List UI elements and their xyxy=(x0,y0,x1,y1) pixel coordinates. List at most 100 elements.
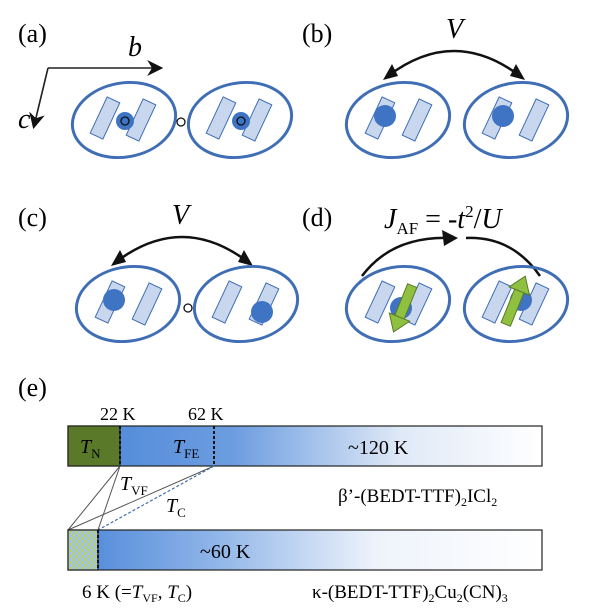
panel-c: (c) V xyxy=(18,200,300,344)
dimer-outline xyxy=(186,80,294,160)
kappa-compound-label: κ-(BEDT-TTF)2Cu2(CN)3 xyxy=(312,582,508,605)
kappa-cu: Cu xyxy=(435,582,458,603)
molecule xyxy=(89,96,121,140)
molecule xyxy=(481,280,513,324)
dimer-outline xyxy=(70,80,178,160)
connector-dashed xyxy=(97,465,215,531)
molecule xyxy=(518,98,550,142)
j-subscript: AF xyxy=(396,219,418,238)
arrowhead-right xyxy=(238,250,253,266)
six-k-prefix: 6 K (= xyxy=(82,582,132,603)
charge-site xyxy=(232,112,250,130)
axis-b-label: b xyxy=(128,32,142,63)
molecule xyxy=(125,98,157,142)
u-symbol: U xyxy=(481,204,503,235)
six-tvf-subscript: VF xyxy=(142,591,158,605)
panel-a-label: (a) xyxy=(18,19,47,48)
arrowhead-right xyxy=(510,64,525,80)
axis-c-arrow xyxy=(29,67,49,130)
arrowhead-left xyxy=(383,64,398,80)
dimer-right xyxy=(462,264,570,344)
molecule xyxy=(131,282,163,326)
beta-icl2-phase-bar: TN TFE ~120 K xyxy=(67,425,543,467)
tvf-subscript: VF xyxy=(131,483,148,498)
dimer-right xyxy=(186,80,294,160)
six-tc-symbol: T xyxy=(167,582,179,603)
panel-b-label: (b) xyxy=(302,19,332,48)
panel-d-label: (d) xyxy=(302,203,332,232)
tvf-label: TVF xyxy=(120,473,148,498)
temp-62k: 62 K xyxy=(188,404,224,424)
t-symbol: t xyxy=(457,204,466,235)
formula-slash: / xyxy=(474,204,482,235)
dimer-outline xyxy=(74,264,182,344)
charge-site xyxy=(103,289,125,311)
tvf-symbol: T xyxy=(120,473,133,495)
beta-icl: ICl xyxy=(467,486,491,507)
panel-e: (e) 22 K 62 K TN TFE ~120 K TVF TC β’-(B… xyxy=(18,373,543,605)
six-tc-subscript: C xyxy=(178,591,186,605)
dimer-left xyxy=(70,80,178,160)
dimer-left xyxy=(74,264,182,344)
t-exponent: 2 xyxy=(465,202,474,221)
molecule xyxy=(241,98,273,142)
tfe-symbol: T xyxy=(173,436,186,458)
six-k-label: 6 K (=TVF, TC) xyxy=(82,582,192,605)
tc-subscript: C xyxy=(177,505,186,520)
beta-subscript: 2 xyxy=(461,495,467,509)
inversion-center-between xyxy=(176,117,186,127)
tn-subscript: N xyxy=(91,446,101,461)
dimer-outline xyxy=(192,264,300,344)
coulomb-arc xyxy=(115,235,249,263)
kappa-subscript: 3 xyxy=(502,591,508,605)
six-close: ) xyxy=(186,582,192,603)
j-symbol: J xyxy=(384,204,398,235)
spin-up-arrow-icon xyxy=(500,275,531,327)
tfe-subscript: FE xyxy=(184,446,199,461)
inversion-center-between xyxy=(183,303,193,313)
charge-site xyxy=(251,301,273,323)
beta-subscript: 2 xyxy=(491,495,497,509)
temp-120k: ~120 K xyxy=(348,437,409,459)
molecule xyxy=(401,98,433,142)
tn-symbol: T xyxy=(80,436,93,458)
bar-frame xyxy=(67,425,543,467)
formula-equals: = - xyxy=(418,204,457,235)
exchange-arc-left xyxy=(361,236,451,277)
kappa-subscript: 2 xyxy=(457,591,463,605)
dimer-outline xyxy=(344,264,452,344)
charge-site xyxy=(116,112,134,130)
tn-region xyxy=(67,425,121,467)
kappa-name: κ-(BEDT-TTF) xyxy=(312,582,429,603)
exchange-formula: JAF = -t2/U xyxy=(384,202,503,238)
arrowhead-left xyxy=(111,250,126,266)
dimer-outline xyxy=(462,264,570,344)
beta-compound-label: β’-(BEDT-TTF)2ICl2 xyxy=(338,486,497,509)
kappa-cu2cn3-phase-bar: ~60 K xyxy=(67,529,543,571)
connector xyxy=(67,465,215,531)
kappa-subscript: 2 xyxy=(429,591,435,605)
connector-lines xyxy=(67,465,215,531)
tfe-label: TFE xyxy=(173,436,199,461)
molecule xyxy=(211,280,243,324)
charge-site xyxy=(374,105,396,127)
panel-e-label: (e) xyxy=(18,373,47,402)
interaction-v-label: V xyxy=(446,14,466,45)
panel-d: (d) JAF = -t2/U xyxy=(302,202,570,344)
dimer-left xyxy=(344,264,452,344)
connector xyxy=(97,465,121,531)
dimer-right xyxy=(462,80,570,160)
tc-label: TC xyxy=(166,495,186,520)
panel-c-label: (c) xyxy=(18,203,47,232)
interaction-v-label: V xyxy=(172,200,192,231)
tc-symbol: T xyxy=(166,495,179,517)
dimer-left xyxy=(344,80,452,160)
tn-label: TN xyxy=(80,436,101,461)
connector xyxy=(67,465,121,531)
molecule xyxy=(205,96,237,140)
coulomb-arc xyxy=(387,49,521,77)
molecule xyxy=(364,280,396,324)
bar-frame xyxy=(67,529,543,571)
dimer-outline xyxy=(462,80,570,160)
